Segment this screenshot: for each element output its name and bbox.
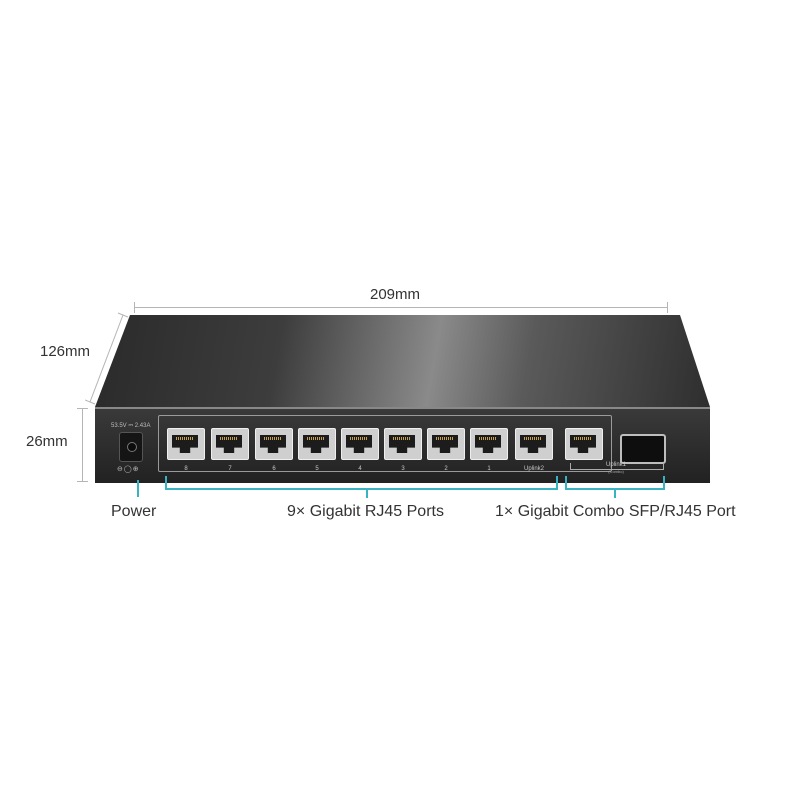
sfp-slot-uplink1[interactable]	[620, 434, 666, 464]
rj45-callout-right-tick	[556, 476, 558, 489]
port-number-3: 3	[401, 466, 405, 472]
depth-dimension-line	[85, 312, 129, 405]
height-dimension-tick-top	[77, 408, 88, 409]
rj45-port-2[interactable]	[427, 428, 465, 460]
depth-dimension-label: 126mm	[40, 343, 91, 360]
height-dimension-line	[82, 408, 83, 482]
rj45-port-uplink1[interactable]	[565, 428, 603, 460]
uplink1-label: Uplink1	[605, 462, 626, 468]
rj45-port-8[interactable]	[167, 428, 205, 460]
rj45-callout-bracket	[165, 488, 558, 490]
rj45-callout-stem	[366, 488, 368, 498]
rj45-port-4[interactable]	[341, 428, 379, 460]
rj45-port-5[interactable]	[298, 428, 336, 460]
width-dimension-label: 209mm	[370, 286, 421, 303]
height-dimension-tick-bottom	[77, 481, 88, 482]
rj45-callout-label: 9× Gigabit RJ45 Ports	[287, 503, 444, 520]
port-number-1: 1	[487, 466, 491, 472]
uplink1-sub-label: (Combo)	[608, 469, 624, 474]
height-dimension-label: 26mm	[26, 433, 68, 450]
switch-front-edge	[95, 407, 710, 409]
power-callout-line	[137, 480, 139, 497]
rj45-port-uplink2[interactable]	[515, 428, 553, 460]
port-number-6: 6	[272, 466, 276, 472]
rj45-port-3[interactable]	[384, 428, 422, 460]
power-jack[interactable]	[119, 432, 143, 462]
port-number-2: 2	[444, 466, 448, 472]
uplink1-bracket	[570, 463, 664, 470]
combo-callout-label: 1× Gigabit Combo SFP/RJ45 Port	[495, 503, 736, 520]
combo-callout-stem	[614, 488, 616, 498]
polarity-symbol: ⊖◯⊕	[117, 466, 140, 473]
rj45-port-frame	[158, 415, 612, 472]
width-dimension-tick-left	[134, 302, 135, 313]
port-number-8: 8	[184, 466, 188, 472]
combo-callout-left-tick	[565, 476, 567, 489]
port-number-7: 7	[228, 466, 232, 472]
rj45-port-7[interactable]	[211, 428, 249, 460]
power-rating-label: 53.5V ⎓ 2.43A	[111, 423, 151, 429]
power-callout-label: Power	[111, 503, 157, 520]
port-number-uplink2: Uplink2	[523, 466, 544, 472]
width-dimension-tick-right	[667, 302, 668, 313]
switch-top-panel	[95, 315, 710, 407]
port-number-4: 4	[358, 466, 362, 472]
port-number-5: 5	[315, 466, 319, 472]
rj45-port-6[interactable]	[255, 428, 293, 460]
rj45-port-1[interactable]	[470, 428, 508, 460]
combo-callout-right-tick	[663, 476, 665, 489]
rj45-callout-left-tick	[165, 476, 167, 489]
width-dimension-line	[135, 307, 668, 308]
